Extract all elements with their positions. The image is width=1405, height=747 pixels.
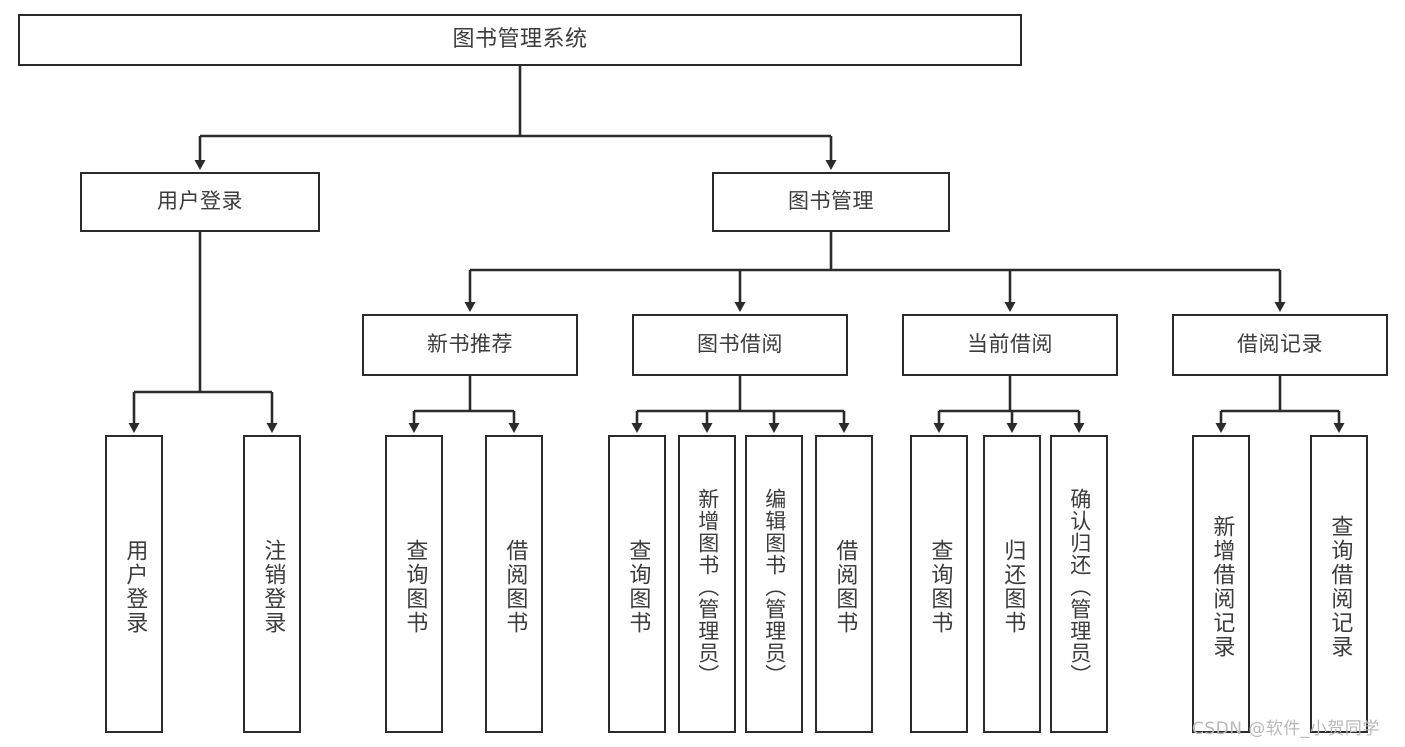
node-leaf-borrow-book-1[interactable]: 借阅图书 xyxy=(485,435,543,733)
node-label-book-manage: 图书管理 xyxy=(788,189,874,214)
node-label-leaf-query-book-1: 查询图书 xyxy=(402,539,428,635)
node-label-leaf-confirm-return: 确认归还（管理员） xyxy=(1067,488,1092,686)
node-label-borrow-record: 借阅记录 xyxy=(1237,332,1323,357)
node-label-leaf-query-book-2: 查询图书 xyxy=(625,539,651,635)
node-label-new-book-recommend: 新书推荐 xyxy=(427,332,513,357)
node-root[interactable]: 图书管理系统 xyxy=(18,14,1022,66)
node-book-borrow[interactable]: 图书借阅 xyxy=(632,314,848,376)
node-leaf-add-record[interactable]: 新增借阅记录 xyxy=(1192,435,1250,733)
node-label-leaf-user-login: 用户登录 xyxy=(122,539,148,635)
node-label-current-borrow: 当前借阅 xyxy=(967,332,1053,357)
node-label-leaf-return-book: 归还图书 xyxy=(1000,539,1026,635)
node-label-leaf-query-record: 查询借阅记录 xyxy=(1327,515,1353,659)
node-label-leaf-add-record: 新增借阅记录 xyxy=(1209,515,1235,659)
node-leaf-logout[interactable]: 注销登录 xyxy=(243,435,301,733)
node-new-book-recommend[interactable]: 新书推荐 xyxy=(362,314,578,376)
node-label-leaf-logout: 注销登录 xyxy=(260,539,286,635)
node-borrow-record[interactable]: 借阅记录 xyxy=(1172,314,1388,376)
node-user-login[interactable]: 用户登录 xyxy=(80,172,320,232)
node-leaf-edit-book[interactable]: 编辑图书（管理员） xyxy=(745,435,803,733)
node-label-book-borrow: 图书借阅 xyxy=(697,332,783,357)
node-leaf-borrow-book-2[interactable]: 借阅图书 xyxy=(815,435,873,733)
csdn-watermark: CSDN @软件_小贺同学 xyxy=(1192,719,1380,739)
node-current-borrow[interactable]: 当前借阅 xyxy=(902,314,1118,376)
node-leaf-query-record[interactable]: 查询借阅记录 xyxy=(1310,435,1368,733)
node-leaf-query-book-3[interactable]: 查询图书 xyxy=(910,435,968,733)
node-leaf-query-book-1[interactable]: 查询图书 xyxy=(385,435,443,733)
node-label-leaf-add-book: 新增图书（管理员） xyxy=(695,488,720,686)
node-book-manage[interactable]: 图书管理 xyxy=(712,172,950,232)
node-leaf-add-book[interactable]: 新增图书（管理员） xyxy=(678,435,736,733)
node-leaf-return-book[interactable]: 归还图书 xyxy=(983,435,1041,733)
node-label-leaf-borrow-book-1: 借阅图书 xyxy=(502,539,528,635)
node-leaf-user-login[interactable]: 用户登录 xyxy=(105,435,163,733)
node-label-leaf-edit-book: 编辑图书（管理员） xyxy=(762,488,787,686)
node-leaf-query-book-2[interactable]: 查询图书 xyxy=(608,435,666,733)
node-label-leaf-query-book-3: 查询图书 xyxy=(927,539,953,635)
node-leaf-confirm-return[interactable]: 确认归还（管理员） xyxy=(1050,435,1108,733)
node-label-user-login: 用户登录 xyxy=(157,189,243,214)
node-label-root: 图书管理系统 xyxy=(452,26,588,52)
node-label-leaf-borrow-book-2: 借阅图书 xyxy=(832,539,858,635)
